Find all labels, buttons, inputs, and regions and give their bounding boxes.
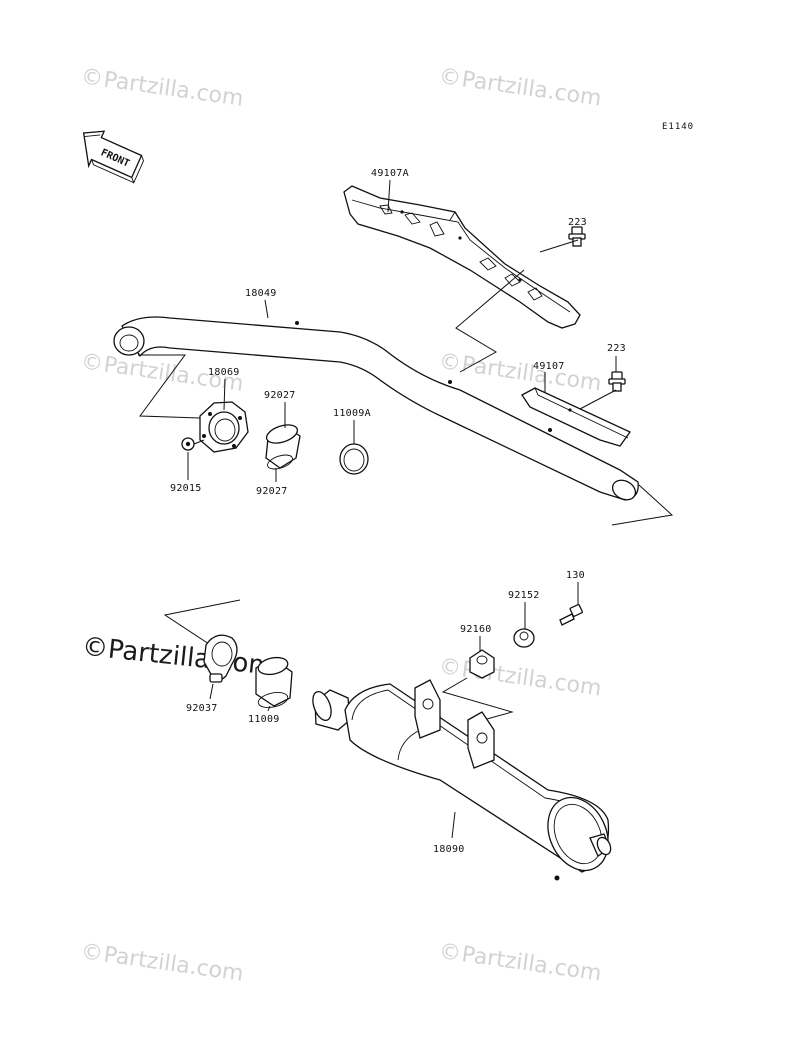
watermark-symbol: © — [437, 349, 462, 377]
nut-92015 — [181, 437, 195, 451]
watermark-text: Partzilla.com — [102, 68, 245, 112]
watermark-text: Partzilla.com — [460, 67, 603, 111]
watermark-text-dark: Partzilla.com — [107, 635, 276, 682]
part-label-92027-upper: 92027 — [264, 390, 296, 401]
grommet-92160 — [469, 649, 495, 679]
clamp-92037 — [203, 634, 238, 683]
part-label-223-upper: 223 — [568, 217, 587, 228]
muffler-18090 — [312, 679, 612, 881]
front-arrow-icon: FRONT — [82, 130, 145, 184]
watermark-text: Partzilla.com — [460, 942, 603, 986]
reference-code: E1140 — [662, 122, 694, 132]
part-label-11009: 11009 — [248, 714, 280, 725]
part-label-92160: 92160 — [460, 624, 492, 635]
gasket-11009 — [255, 656, 293, 708]
part-label-92027-lower: 92027 — [256, 486, 288, 497]
collar-92027 — [265, 424, 301, 470]
part-label-18049: 18049 — [245, 288, 277, 299]
part-label-92037: 92037 — [186, 703, 218, 714]
watermark-symbol: © — [79, 64, 104, 92]
watermark-symbol: © — [79, 939, 104, 967]
part-label-92152: 92152 — [508, 590, 540, 601]
part-label-11009A: 11009A — [333, 408, 371, 419]
flange-18069 — [199, 401, 249, 453]
heat-guard-49107A — [343, 185, 581, 329]
watermarks: © Partzilla.com © Partzilla.com © Partzi… — [79, 64, 603, 987]
part-label-18069: 18069 — [208, 367, 240, 378]
part-label-18090: 18090 — [433, 844, 465, 855]
bolt-223-upper — [568, 226, 586, 247]
watermark-symbol: © — [437, 939, 462, 967]
washer-92152 — [513, 628, 535, 648]
part-label-130: 130 — [566, 570, 585, 581]
bolt-223-lower — [608, 371, 626, 392]
bolt-130 — [559, 603, 583, 626]
part-label-92015: 92015 — [170, 483, 202, 494]
part-label-49107: 49107 — [533, 361, 565, 372]
watermark-text: Partzilla.com — [102, 943, 245, 987]
exhaust-pipe-18049 — [113, 316, 639, 501]
watermark-symbol: © — [437, 654, 462, 682]
watermark-symbol-dark: © — [81, 632, 110, 665]
heat-guard-49107 — [521, 387, 631, 447]
watermark-symbol: © — [437, 64, 462, 92]
part-label-223-lower: 223 — [607, 343, 626, 354]
part-label-49107A: 49107A — [371, 168, 409, 179]
watermark-symbol: © — [79, 349, 104, 377]
gasket-11009A — [339, 443, 369, 475]
